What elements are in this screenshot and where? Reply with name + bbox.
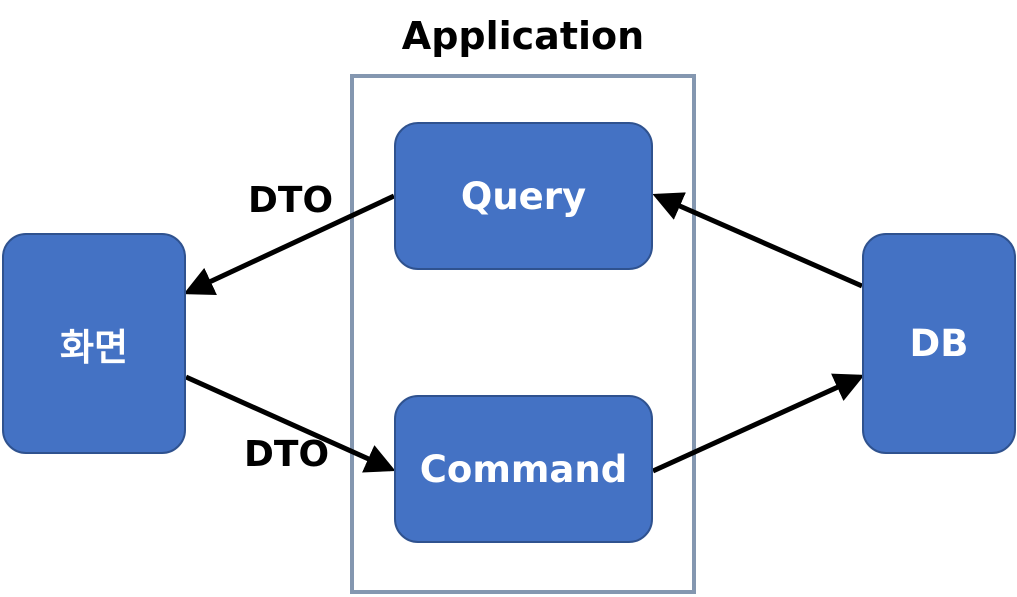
arrow-db-to-query: [652, 192, 864, 289]
command-node: Command: [394, 395, 653, 543]
query-node: Query: [394, 122, 653, 270]
dto-label-query-to-screen: DTO: [248, 180, 334, 221]
application-boundary: [350, 74, 696, 594]
arrow-screen-to-command: [184, 374, 396, 473]
screen-node: 화면: [2, 233, 186, 454]
arrow-command-to-db: [651, 373, 865, 474]
dto-label-screen-to-command: DTO: [244, 434, 330, 475]
arrow-query-to-screen: [183, 193, 396, 296]
application-title: Application: [401, 14, 645, 58]
db-node: DB: [862, 233, 1016, 454]
